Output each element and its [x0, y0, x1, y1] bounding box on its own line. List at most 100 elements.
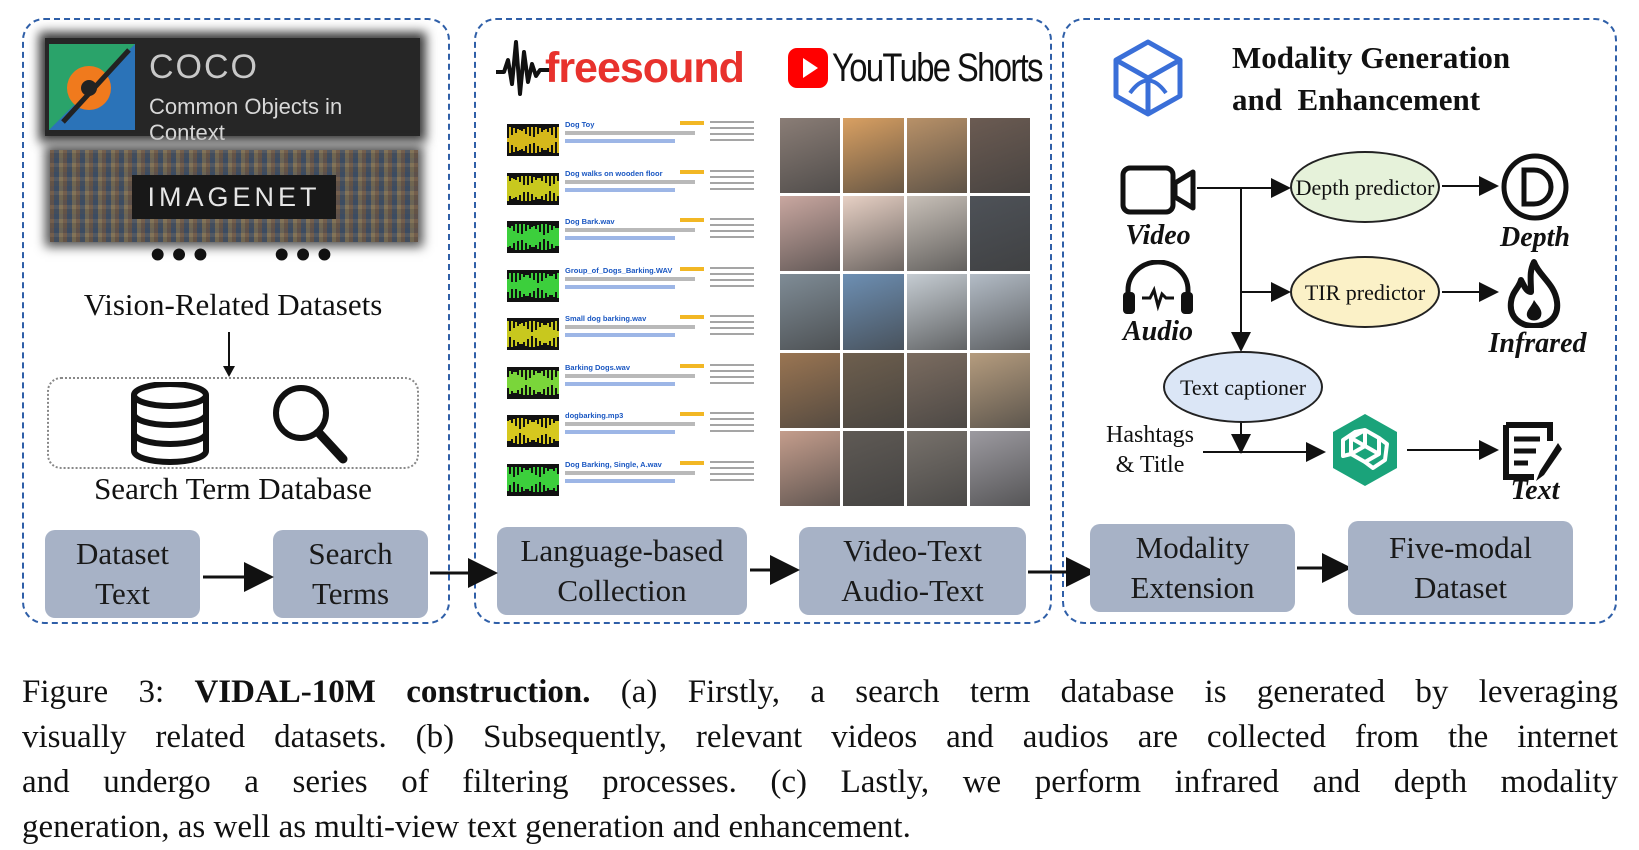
- text-edit-icon: [1503, 422, 1562, 481]
- modality-extension-box: Modality Extension: [1090, 524, 1295, 612]
- result-desc2-placeholder: [565, 430, 675, 434]
- panel-collection: [474, 18, 1052, 624]
- depth-label: Depth: [1500, 222, 1570, 253]
- video-thumbnail[interactable]: [906, 274, 967, 350]
- result-stars-placeholder: [680, 169, 704, 174]
- coco-logo-icon: [49, 44, 135, 130]
- caption-bold: VIDAL-10M construction.: [194, 674, 591, 710]
- freesound-wave-icon: [496, 40, 552, 96]
- freesound-result-row[interactable]: Dog Barking, Single, A.wav: [505, 458, 760, 504]
- video-thumbnail[interactable]: [906, 118, 967, 194]
- panel-c-title-line1: Modality Generation: [1232, 40, 1511, 75]
- flame-icon: [1507, 259, 1561, 328]
- text-captioner-node: Text captioner: [1163, 351, 1323, 423]
- video-thumbnail[interactable]: [843, 274, 904, 350]
- video-thumbnail[interactable]: [843, 196, 904, 272]
- video-thumbnail[interactable]: [780, 274, 841, 350]
- freesound-result-title[interactable]: Dog walks on wooden floor: [565, 168, 663, 178]
- result-meta-placeholder: [710, 363, 754, 386]
- video-thumbnail[interactable]: [969, 274, 1030, 350]
- result-desc2-placeholder: [565, 284, 675, 289]
- video-thumbnail[interactable]: [843, 352, 904, 428]
- video-thumbnail[interactable]: [906, 352, 967, 428]
- audio-label: Audio: [1122, 316, 1194, 347]
- video-thumbnail[interactable]: [969, 430, 1030, 506]
- video-thumbnail[interactable]: [969, 118, 1030, 194]
- video-thumbnail[interactable]: [969, 196, 1030, 272]
- freesound-result-title[interactable]: Dog Bark.wav: [565, 217, 615, 226]
- search-term-database-box: [47, 377, 419, 469]
- result-desc2-placeholder: [565, 236, 675, 240]
- down-arrow: [223, 332, 235, 377]
- search-icon: [273, 385, 348, 464]
- freesound-result-row[interactable]: Dog Bark.wav: [505, 215, 760, 261]
- result-desc2-placeholder: [565, 187, 675, 192]
- result-stars-placeholder: [680, 363, 704, 368]
- video-thumbnail[interactable]: [780, 430, 841, 506]
- result-meta-placeholder: [710, 460, 754, 483]
- result-stars-placeholder: [680, 266, 704, 271]
- freesound-result-row[interactable]: Small dog barking.wav: [505, 312, 760, 358]
- result-desc-placeholder: [565, 131, 695, 135]
- coco-logo-banner: COCO Common Objects in Context: [45, 38, 420, 145]
- imagenet-label: IMAGENET: [132, 175, 336, 219]
- video-thumbnail[interactable]: [780, 352, 841, 428]
- result-meta-placeholder: [710, 266, 754, 289]
- video-thumbnail[interactable]: [843, 118, 904, 194]
- caption-line1-rest: (a) Firstly, a search term database is g…: [590, 674, 1618, 710]
- text-label: Text: [1510, 475, 1560, 506]
- freesound-result-row[interactable]: Group_of_Dogs_Barking.WAV: [505, 264, 760, 310]
- video-thumbnail[interactable]: [780, 196, 841, 272]
- video-thumbnail[interactable]: [780, 118, 841, 194]
- vision-datasets-label: Vision-Related Datasets: [83, 287, 383, 322]
- search-terms-box: Search Terms: [273, 530, 428, 618]
- video-thumbnail[interactable]: [906, 430, 967, 506]
- youtube-shorts-logo: YouTube Shorts: [832, 46, 1043, 90]
- waveform-thumbnail: [507, 124, 559, 156]
- result-desc2-placeholder: [565, 381, 675, 386]
- video-label: Video: [1125, 220, 1191, 251]
- freesound-result-row[interactable]: Dog Toy: [505, 118, 760, 164]
- result-desc2-placeholder: [565, 333, 675, 337]
- freesound-result-title[interactable]: Barking Dogs.wav: [565, 362, 631, 372]
- freesound-result-row[interactable]: dogbarking.mp3: [505, 409, 760, 455]
- waveform-thumbnail: [507, 172, 559, 205]
- result-stars-placeholder: [680, 412, 704, 416]
- result-meta-placeholder: [710, 169, 754, 192]
- result-stars-placeholder: [680, 460, 704, 465]
- freesound-result-title[interactable]: Dog Toy: [565, 120, 595, 129]
- waveform-thumbnail: [507, 415, 559, 447]
- depth-predictor-node: Depth predictor: [1290, 151, 1440, 223]
- result-desc-placeholder: [565, 276, 695, 281]
- result-stars-placeholder: [680, 121, 704, 125]
- freesound-result-title[interactable]: dogbarking.mp3: [565, 411, 624, 420]
- cube-icon: [1113, 39, 1183, 117]
- freesound-result-title[interactable]: Group_of_Dogs_Barking.WAV: [565, 265, 673, 275]
- waveform-thumbnail: [507, 221, 559, 253]
- freesound-result-row[interactable]: Barking Dogs.wav: [505, 361, 760, 407]
- hashtags-title-label: Hashtags & Title: [1106, 422, 1194, 478]
- freesound-result-row[interactable]: Dog walks on wooden floor: [505, 167, 760, 213]
- panel-c-title-line2: and Enhancement: [1232, 82, 1481, 117]
- coco-title: COCO: [149, 48, 259, 86]
- infrared-label: Infrared: [1488, 328, 1587, 359]
- caption-line-1: Figure 3: VIDAL-10M construction. (a) Fi…: [22, 670, 1618, 715]
- video-thumbnail[interactable]: [906, 196, 967, 272]
- freesound-result-title[interactable]: Dog Barking, Single, A.wav: [565, 459, 662, 469]
- tir-predictor-node: TIR predictor: [1290, 256, 1440, 328]
- video-camera-icon: [1120, 165, 1196, 215]
- imagenet-banner: IMAGENET: [50, 150, 418, 242]
- freesound-logo: freesound: [545, 44, 745, 92]
- headphones-icon: [1123, 260, 1193, 314]
- video-thumbnail[interactable]: [969, 352, 1030, 428]
- dataset-text-box: Dataset Text: [45, 530, 200, 618]
- video-audio-text-box: Video-Text Audio-Text: [799, 527, 1026, 615]
- result-meta-placeholder: [710, 315, 754, 337]
- video-thumbnail[interactable]: [843, 430, 904, 506]
- waveform-thumbnail: [507, 269, 559, 302]
- result-desc-placeholder: [565, 228, 695, 232]
- result-stars-placeholder: [680, 315, 704, 319]
- freesound-result-title[interactable]: Small dog barking.wav: [565, 314, 647, 323]
